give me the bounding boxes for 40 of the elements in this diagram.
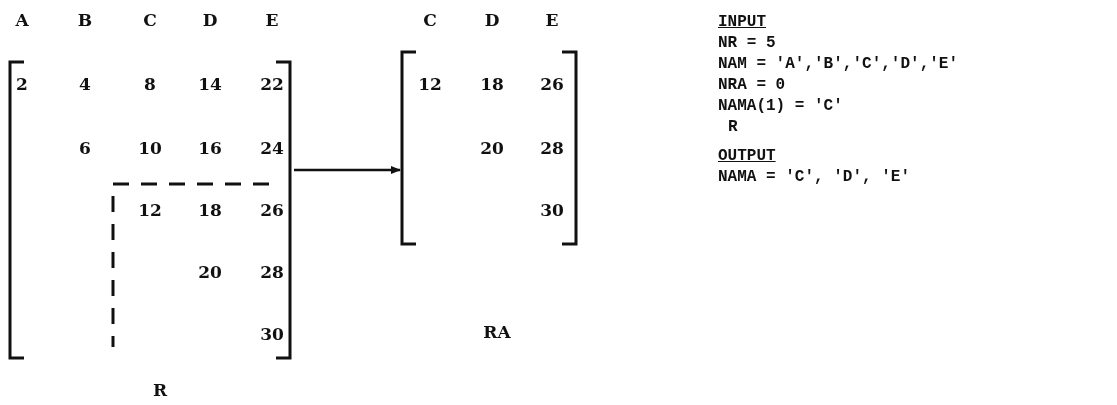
- code-line: NRA = 0: [718, 75, 786, 95]
- matrix-entry: 20: [480, 138, 504, 158]
- matrix-name: RA: [483, 322, 511, 342]
- column-header: E: [545, 10, 559, 30]
- matrix-entry: 6: [79, 138, 91, 158]
- matrix-entry: 28: [540, 138, 564, 158]
- column-header: E: [265, 10, 279, 30]
- code-line: R: [728, 117, 738, 137]
- code-line: NAM = 'A','B','C','D','E': [718, 54, 959, 74]
- column-header: A: [15, 10, 29, 30]
- matrix-entry: 2: [16, 74, 28, 94]
- matrix-entry: 22: [260, 74, 284, 94]
- column-header: D: [202, 10, 218, 30]
- column-header: D: [484, 10, 500, 30]
- matrix-entry: 30: [260, 324, 284, 344]
- matrix-entry: 8: [144, 74, 156, 94]
- matrix-entry: 24: [260, 138, 284, 158]
- matrix-entry: 12: [138, 200, 162, 220]
- code-line: NAMA(1) = 'C': [718, 96, 843, 116]
- matrix-entry: 14: [198, 74, 222, 94]
- arrow: [294, 166, 401, 174]
- matrix-entry: 30: [540, 200, 564, 220]
- column-header: C: [143, 10, 157, 30]
- column-header: B: [77, 10, 93, 30]
- section-heading: INPUT: [718, 12, 766, 32]
- code-line: NR = 5: [718, 33, 776, 53]
- matrix-name: R: [152, 380, 168, 400]
- section-heading: OUTPUT: [718, 146, 776, 166]
- matrix-entry: 18: [480, 74, 504, 94]
- matrix-entry: 26: [260, 200, 284, 220]
- matrix-entry: 16: [198, 138, 222, 158]
- matrix-entry: 4: [79, 74, 91, 94]
- matrix-entry: 18: [198, 200, 222, 220]
- matrix-entry: 28: [260, 262, 284, 282]
- matrix-entry: 26: [540, 74, 564, 94]
- matrix-entry: 20: [198, 262, 222, 282]
- matrix-entry: 10: [138, 138, 162, 158]
- column-header: C: [423, 10, 437, 30]
- code-line: NAMA = 'C', 'D', 'E': [718, 167, 911, 187]
- matrix-entry: 12: [418, 74, 442, 94]
